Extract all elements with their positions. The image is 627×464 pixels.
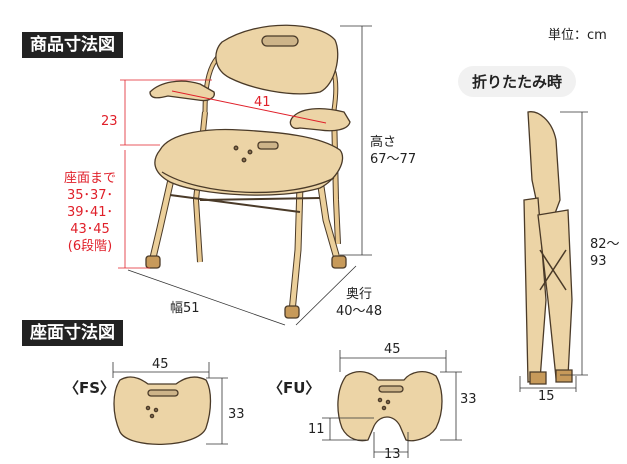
- unit-label: 単位：cm: [548, 28, 607, 43]
- folded-height-line-2: 93: [590, 254, 607, 269]
- folded-dimension-lines: [519, 111, 588, 392]
- total-height-line-2: 67〜77: [370, 152, 417, 167]
- fs-seat-illustration: [113, 376, 212, 445]
- folded-height-line-1: 82〜: [590, 237, 620, 252]
- depth-label: 奥行 40〜48: [336, 286, 382, 320]
- fs-dimension-lines: [112, 362, 228, 445]
- seat-height-line-4: 43･45: [70, 222, 110, 237]
- folded-heading: 折りたたみ時: [458, 66, 577, 97]
- armrest-width-label: 41: [254, 95, 271, 110]
- seat-dimensions-heading: 座面寸法図: [22, 320, 123, 346]
- fu-cutout-depth-label: 11: [308, 422, 325, 437]
- fu-cutout-width-label: 13: [384, 447, 401, 462]
- chair-illustration: [145, 24, 351, 319]
- fu-model-label: 〈FU〉: [268, 379, 321, 397]
- total-height-label: 高さ 67〜77: [370, 134, 416, 168]
- seat-height-line-5: (6段階): [67, 239, 113, 254]
- folded-chair-illustration: [523, 111, 573, 385]
- fu-seat-illustration: [337, 370, 443, 442]
- depth-line-2: 40〜48: [336, 304, 383, 319]
- folded-width-label: 15: [538, 389, 555, 404]
- fs-depth-label: 33: [228, 407, 245, 422]
- armrest-height-label: 23: [101, 114, 118, 129]
- width-label: 幅51: [170, 301, 200, 316]
- fs-width-label: 45: [152, 357, 169, 372]
- total-height-line-1: 高さ: [370, 135, 397, 150]
- fu-dimension-lines: [322, 350, 462, 458]
- product-dimensions-heading: 商品寸法図: [22, 32, 123, 58]
- seat-height-line-3: 39･41･: [66, 205, 114, 220]
- fu-width-label: 45: [384, 342, 401, 357]
- folded-height-label: 82〜 93: [590, 236, 620, 270]
- depth-line-1: 奥行: [346, 287, 373, 302]
- fs-model-label: 〈FS〉: [64, 379, 116, 397]
- chair-dimension-lines: [118, 25, 372, 326]
- seat-height-line-2: 35･37･: [66, 188, 114, 203]
- fu-depth-label: 33: [460, 392, 477, 407]
- seat-height-line-1: 座面まで: [63, 171, 116, 186]
- seat-height-label: 座面まで 35･37･ 39･41･ 43･45 (6段階): [58, 170, 122, 255]
